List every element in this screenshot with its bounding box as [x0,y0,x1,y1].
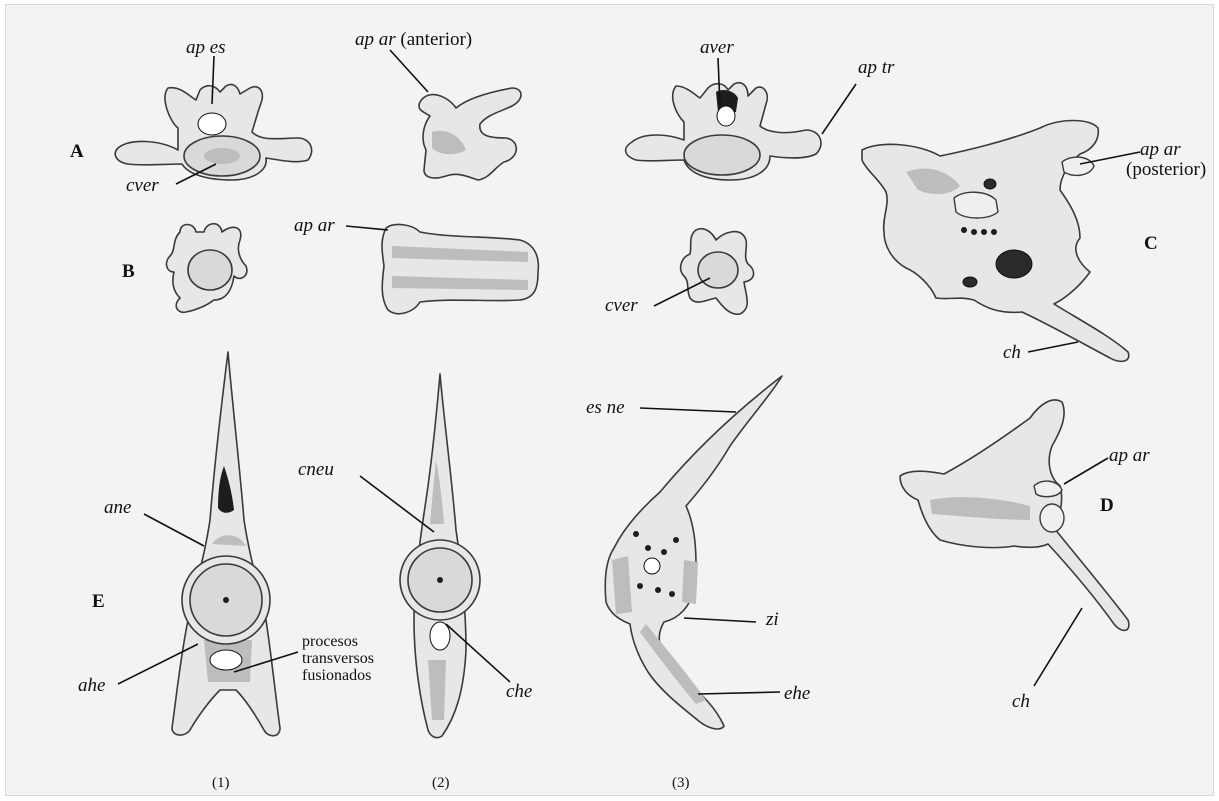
label-ap-ar-anterior-italic: ap ar [355,29,396,50]
label-fusionados: fusionados [302,668,374,685]
vertebra-e1-anterior-view [172,352,280,736]
label-ap-ar-anterior: ap ar (anterior) [355,30,472,49]
column-number-2: (2) [432,776,450,791]
label-zi: zi [766,610,779,629]
label-cver-a: cver [126,176,159,195]
label-ap-es: ap es [186,38,226,57]
label-transversos: transversos [302,651,374,668]
vertebra-b-anterior-view [167,224,247,313]
label-cneu: cneu [298,460,334,479]
label-ane: ane [104,498,131,517]
label-procesos-transversos: procesos transversos fusionados [302,634,374,684]
label-anterior-qualifier: (anterior) [400,29,472,50]
vertebra-d-lateral-view [900,400,1129,630]
vertebra-e3-lateral-view [605,376,782,729]
label-ahe: ahe [78,676,105,695]
label-che: che [506,682,532,701]
label-cver-b: cver [605,296,638,315]
vertebra-c-lateral-view [862,121,1129,362]
panel-letter-e: E [92,592,105,611]
panel-letter-b: B [122,262,135,281]
vertebra-e2-posterior-view [400,374,480,738]
label-ch-c: ch [1003,343,1021,362]
label-procesos: procesos [302,634,374,651]
label-es-ne: es ne [586,398,625,417]
panel-letter-a: A [70,142,84,161]
vertebra-a-posterior-view [626,83,821,180]
label-ap-ar-b: ap ar [294,216,335,235]
label-aver: aver [700,38,734,57]
column-number-1: (1) [212,776,230,791]
panel-letter-c: C [1144,234,1158,253]
label-posterior-qualifier: (posterior) [1126,160,1206,179]
label-ehe: ehe [784,684,810,703]
label-ap-tr: ap tr [858,58,894,77]
vertebra-b-lateral-view [382,225,538,314]
vertebra-a-lateral-view [419,88,521,180]
column-number-3: (3) [672,776,690,791]
label-ap-ar-posterior: ap ar [1140,140,1181,159]
vertebra-b-posterior-view [681,229,754,315]
label-ch-d: ch [1012,692,1030,711]
label-ap-ar-d: ap ar [1109,446,1150,465]
panel-letter-d: D [1100,496,1114,515]
